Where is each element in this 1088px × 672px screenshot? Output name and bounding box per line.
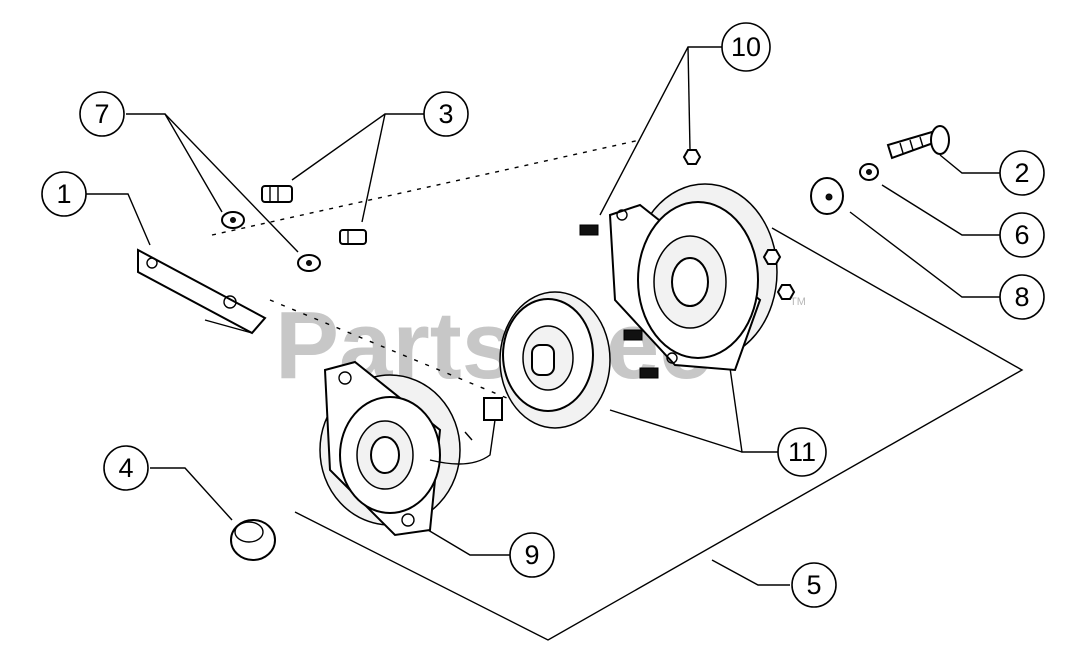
callout-label: 1 [56, 179, 71, 209]
armature-part [499, 224, 659, 429]
callout-label: 4 [118, 453, 133, 483]
watermark-tm: TM [790, 296, 806, 308]
callout-label: 3 [438, 99, 453, 129]
spacer-part [230, 519, 276, 561]
callout-label: 7 [94, 99, 109, 129]
callout-10: 10 [721, 22, 771, 72]
callout-4: 4 [103, 445, 149, 491]
bolt-parts [261, 185, 367, 245]
lock-washer-part [859, 163, 879, 181]
bracket-part [137, 248, 267, 335]
long-bolt-part [886, 125, 950, 160]
callout-2: 2 [999, 150, 1045, 196]
callout-8: 8 [999, 274, 1045, 320]
callout-5: 5 [791, 562, 837, 608]
callout-7: 7 [79, 91, 125, 137]
callout-11: 11 [777, 427, 827, 477]
leader-lines [86, 46, 1024, 641]
callout-3: 3 [423, 91, 469, 137]
flat-washer-part [810, 177, 844, 215]
callout-6: 6 [999, 212, 1045, 258]
callout-1: 1 [41, 171, 87, 217]
callout-label: 8 [1014, 282, 1029, 312]
callout-label: 5 [806, 570, 821, 600]
callout-label: 9 [524, 540, 539, 570]
field-coil-part [319, 360, 503, 537]
callout-9: 9 [509, 532, 555, 578]
callout-label: 10 [731, 32, 761, 62]
callout-label: 6 [1014, 220, 1029, 250]
nut-parts [682, 149, 796, 300]
washer-parts [221, 211, 321, 272]
callout-label: 2 [1014, 158, 1029, 188]
callout-label: 11 [788, 437, 816, 467]
pulley-part [608, 183, 778, 372]
